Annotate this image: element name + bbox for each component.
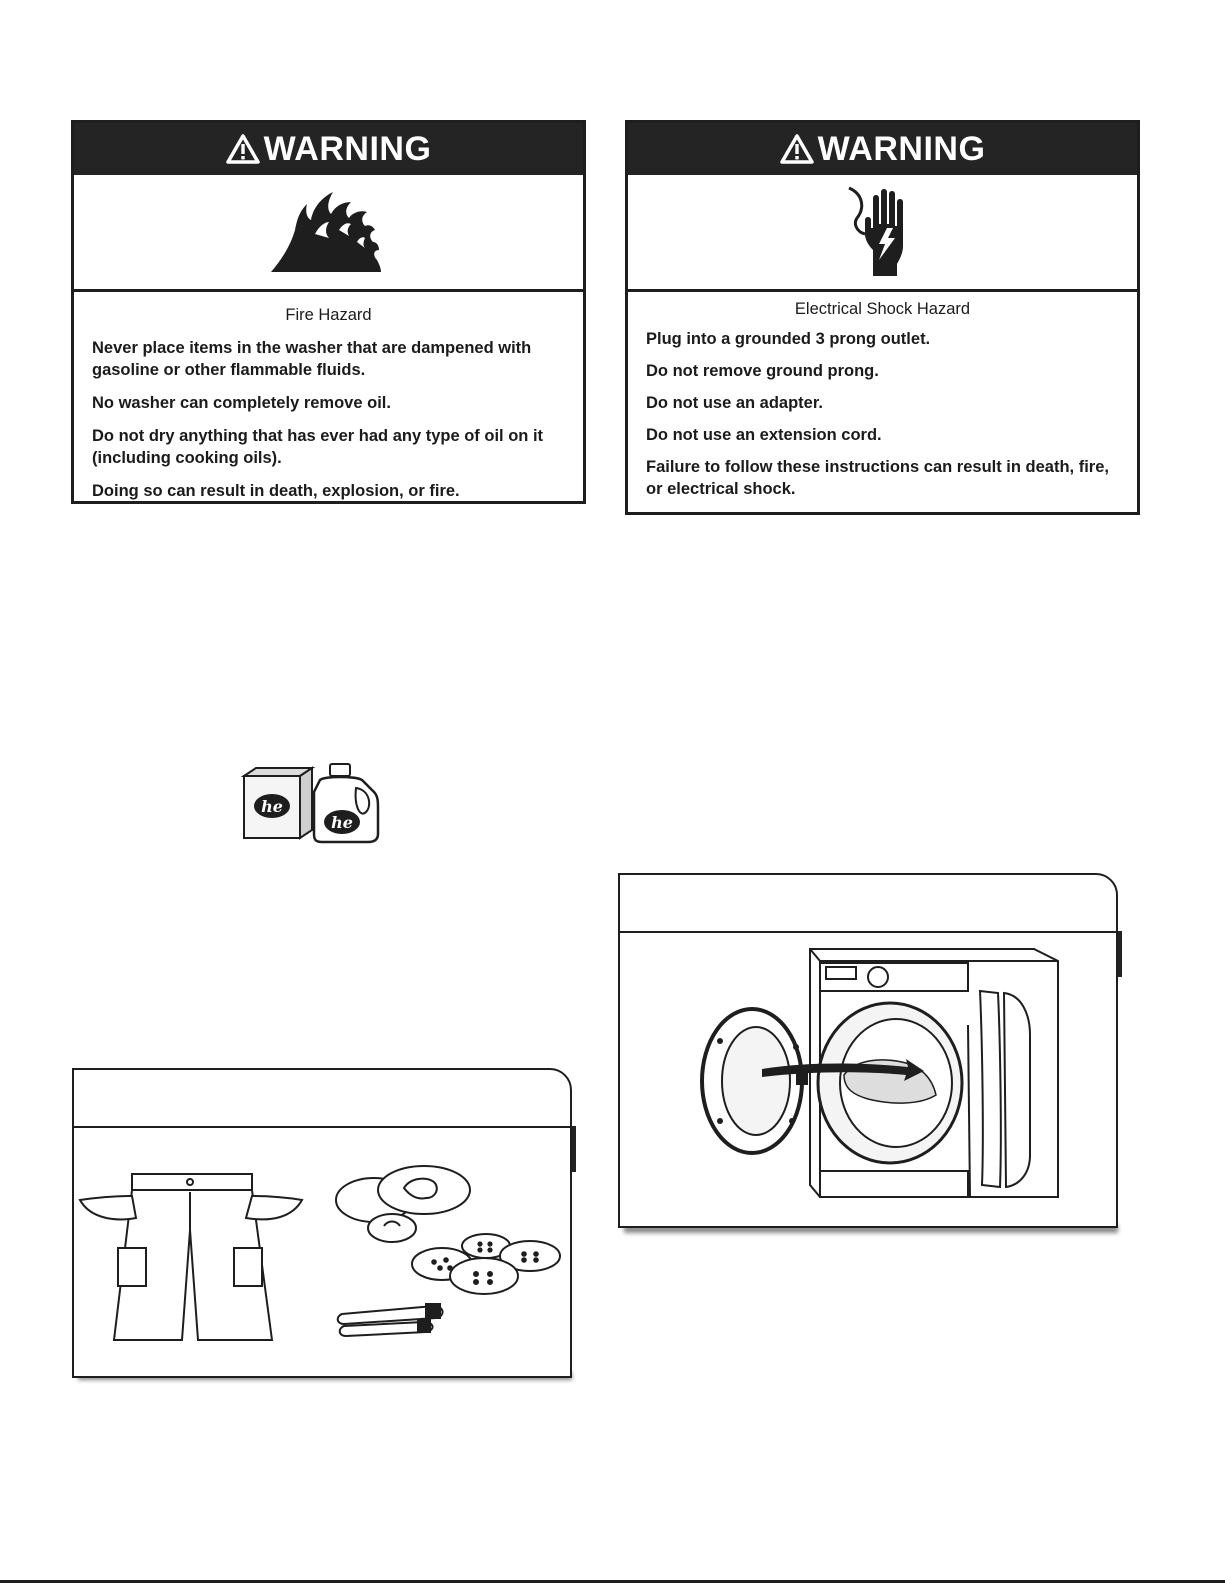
buttons-icon <box>411 1233 561 1295</box>
warning-line: Do not dry anything that has ever had an… <box>92 427 544 467</box>
alert-triangle-icon <box>779 134 814 164</box>
shock-hazard-text: Electrical Shock Hazard Plug into a grou… <box>628 292 1137 521</box>
warning-line: Doing so can result in death, explosion,… <box>92 482 460 500</box>
warning-header-label: WARNING <box>817 129 986 168</box>
safety-pins-icon <box>336 1303 444 1338</box>
fire-hazard-text: Fire Hazard Never place items in the was… <box>74 292 583 523</box>
shock-icon-row <box>628 175 1137 292</box>
he-logo-jug: he <box>331 813 353 832</box>
page-bottom-rule <box>0 1580 1225 1583</box>
dryer-loading-icon <box>700 948 1059 1198</box>
coins-icon <box>335 1165 471 1243</box>
electric-shock-hand-icon <box>847 186 903 276</box>
electrical-shock-warning: WARNING Electrical Shock Hazard Plug int… <box>625 120 1140 515</box>
arrow-right-icon <box>762 1059 924 1081</box>
warning-line: Do not remove ground prong. <box>646 362 879 380</box>
warning-header: WARNING <box>628 123 1137 175</box>
warning-header: WARNING <box>74 123 583 175</box>
alert-triangle-icon <box>225 134 260 164</box>
fire-icon-row <box>74 175 583 292</box>
empty-pockets-illustration <box>72 1068 576 1380</box>
warning-line: No washer can completely remove oil. <box>92 394 391 412</box>
warning-line: Never place items in the washer that are… <box>92 339 532 379</box>
warning-header-label: WARNING <box>263 129 432 168</box>
he-logo-box: he <box>261 797 283 816</box>
pants-coins-buttons-pins <box>78 1165 561 1341</box>
pants-icon <box>78 1173 304 1341</box>
fire-icon <box>270 192 381 272</box>
warning-line: Plug into a grounded 3 prong outlet. <box>646 330 931 348</box>
warning-line: Failure to follow these instructions can… <box>646 458 1109 498</box>
load-dryer-illustration <box>618 873 1122 1233</box>
fire-hazard-warning: WARNING Fire Hazard Never place items in… <box>71 120 586 504</box>
he-detergent-illustration: he he <box>240 763 380 844</box>
warning-line: Do not use an extension cord. <box>646 426 882 444</box>
hazard-title: Electrical Shock Hazard <box>794 300 971 318</box>
hazard-title: Fire Hazard <box>285 306 372 324</box>
warning-line: Do not use an adapter. <box>646 394 823 412</box>
